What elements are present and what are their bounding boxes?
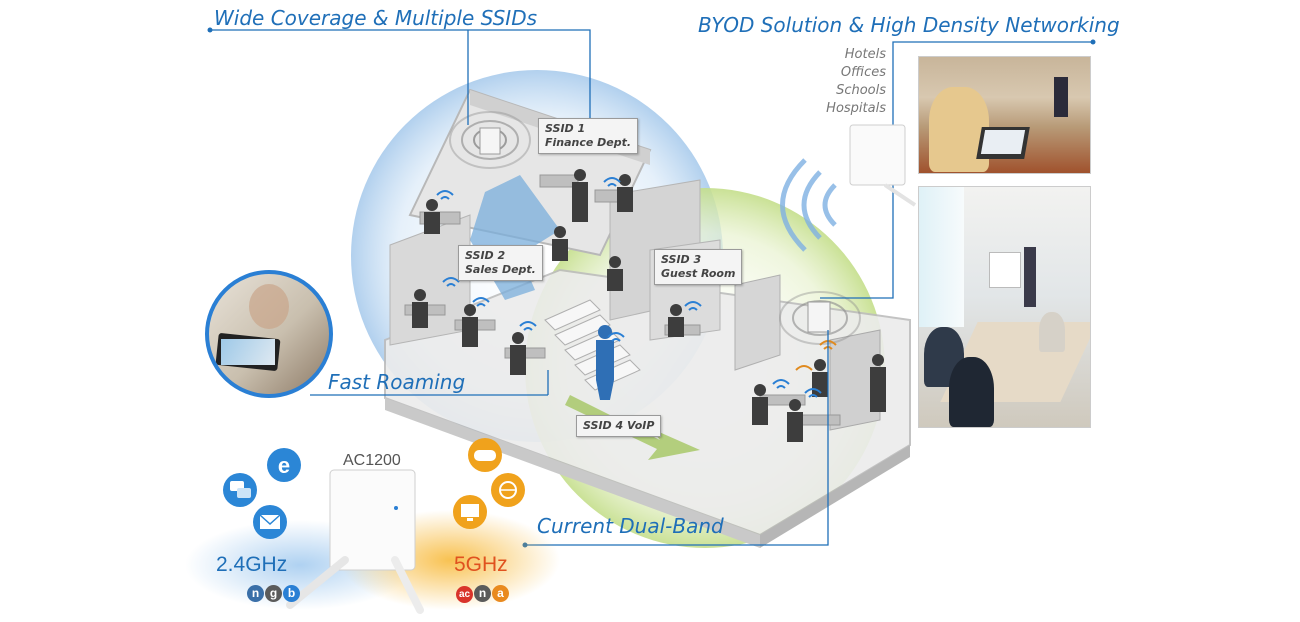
venue-list: Hotels Offices Schools Hospitals	[806, 46, 886, 118]
dual-band-heading: Current Dual-Band	[537, 514, 724, 538]
ssid1-label: SSID 1 Finance Dept.	[538, 118, 639, 154]
ssid2-label: SSID 2 Sales Dept.	[458, 245, 543, 281]
voip-phone-icon	[491, 473, 525, 507]
standard-n5-badge: n	[474, 585, 491, 602]
ssid3-label: SSID 3 Guest Room	[654, 249, 743, 285]
byod-signal	[780, 158, 837, 252]
venue-hotels: Hotels	[844, 47, 886, 62]
ssid4-label: SSID 4 VoIP	[576, 415, 662, 437]
venue-offices: Offices	[840, 65, 886, 80]
ssid4-name: SSID 4 VoIP	[583, 419, 655, 432]
standard-n-badge: n	[247, 585, 264, 602]
fast-roaming-photo	[205, 270, 333, 398]
meeting-room-photo	[918, 186, 1091, 428]
standard-b-badge: b	[283, 585, 300, 602]
standard-a-badge: a	[492, 585, 509, 602]
svg-text:e: e	[278, 453, 290, 478]
email-icon	[253, 505, 287, 539]
fast-roaming-heading: Fast Roaming	[328, 370, 466, 394]
standard-g-badge: g	[265, 585, 282, 602]
chat-icon	[223, 473, 257, 507]
classroom-photo	[918, 56, 1091, 174]
ssid1-name: SSID 1	[545, 122, 586, 135]
game-controller-icon	[468, 438, 502, 472]
standard-ac-badge: ac	[456, 586, 473, 603]
ac1200-router	[286, 469, 424, 614]
video-monitor-icon	[453, 495, 487, 529]
band-24-label: 2.4GHz	[216, 553, 288, 576]
ssid2-dept: Sales Dept.	[465, 263, 536, 276]
ssid3-name: SSID 3	[661, 253, 702, 266]
venue-schools: Schools	[836, 83, 886, 98]
ssid1-dept: Finance Dept.	[545, 136, 632, 149]
band-5-label: 5GHz	[454, 553, 508, 576]
ssid2-name: SSID 2	[465, 249, 506, 262]
internet-explorer-icon: e	[267, 448, 301, 482]
model-label: AC1200	[343, 452, 401, 469]
byod-access-point	[849, 124, 906, 186]
wide-coverage-heading: Wide Coverage & Multiple SSIDs	[214, 6, 538, 30]
ssid3-dept: Guest Room	[661, 267, 736, 280]
wifi-icon	[436, 177, 822, 398]
people-silhouettes	[412, 169, 886, 442]
venue-hospitals: Hospitals	[826, 101, 886, 116]
connector-lines	[210, 29, 1093, 546]
byod-heading: BYOD Solution & High Density Networking	[698, 13, 1120, 37]
